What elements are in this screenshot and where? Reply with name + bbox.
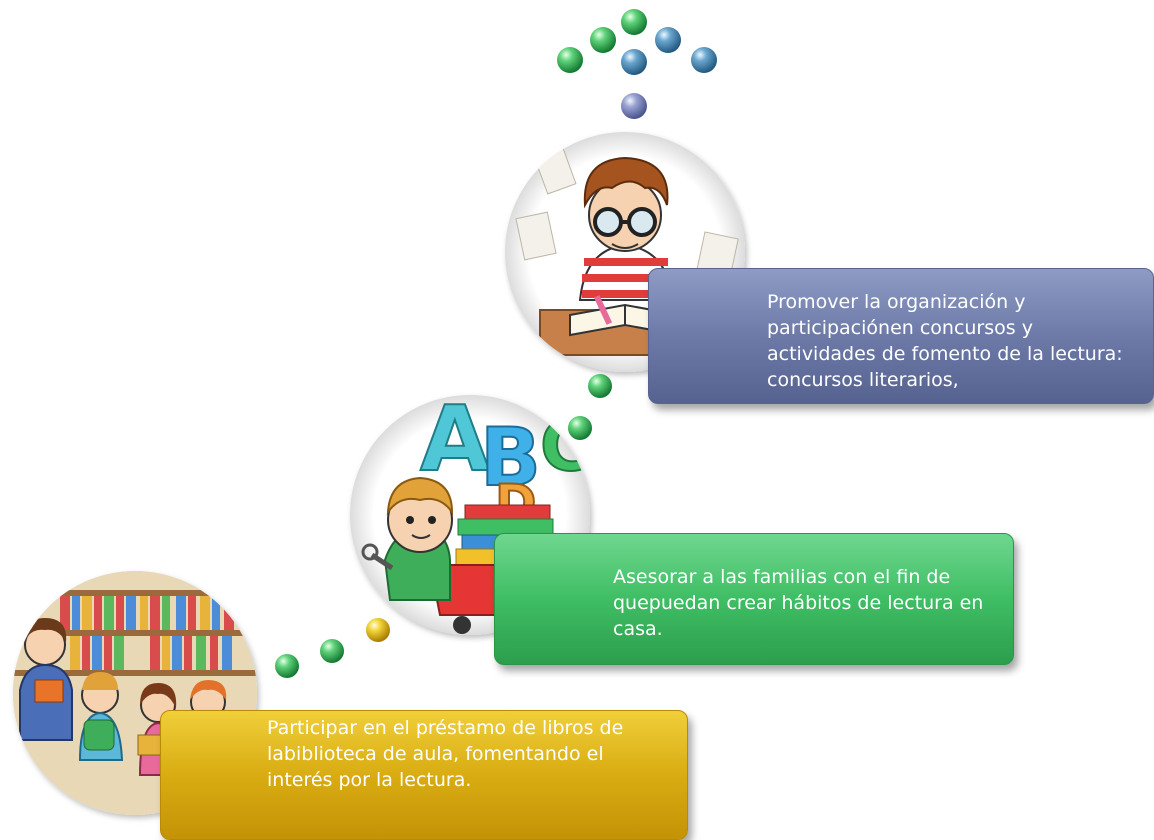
bead xyxy=(320,639,344,663)
bead xyxy=(621,49,647,75)
step-text-middle: Asesorar a las familias con el fin de qu… xyxy=(613,566,984,640)
bead xyxy=(590,27,616,53)
svg-text:B: B xyxy=(480,411,541,504)
bead xyxy=(655,27,681,53)
svg-text:A: A xyxy=(420,387,490,492)
step-box-top: Promover la organización y participación… xyxy=(648,268,1154,404)
bead xyxy=(691,47,717,73)
bead xyxy=(568,416,592,440)
bead xyxy=(557,47,583,73)
bead xyxy=(621,9,647,35)
bead xyxy=(588,374,612,398)
step-text-top: Promover la organización y participación… xyxy=(767,291,1123,391)
step-box-bottom: Participar en el préstamo de libros de l… xyxy=(160,710,688,840)
bead xyxy=(621,93,647,119)
bead xyxy=(366,618,390,642)
step-text-bottom: Participar en el préstamo de libros de l… xyxy=(267,717,624,791)
bead-connector-icon xyxy=(275,374,612,678)
bead xyxy=(275,654,299,678)
bead-arrow-icon xyxy=(557,9,717,119)
step-box-middle: Asesorar a las familias con el fin de qu… xyxy=(494,533,1014,665)
